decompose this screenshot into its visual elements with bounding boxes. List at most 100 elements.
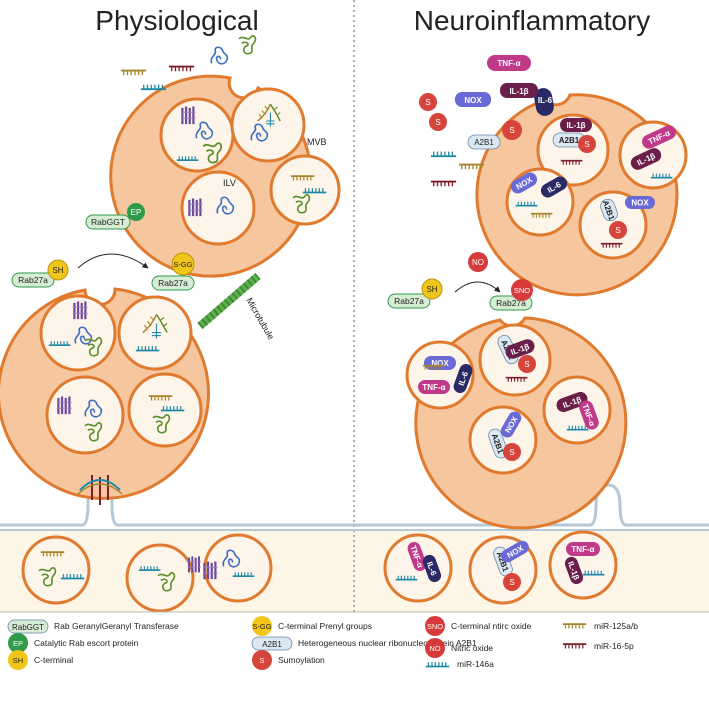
tnfa-tag: TNF-α: [418, 380, 450, 394]
legend-text: C-terminal Prenyl groups: [278, 621, 372, 631]
legend-item: A2B1 Heterogeneous nuclear ribonucleoprot…: [251, 636, 477, 651]
rab27a-label: Rab27a: [18, 275, 48, 285]
rab27a-label: Rab27a: [158, 278, 188, 288]
legend-symbol: S-GG: [252, 622, 271, 631]
sumoylation-icon: S: [503, 573, 521, 591]
legend-symbol: A2B1: [262, 640, 282, 649]
sumoylation-text: S: [615, 226, 620, 235]
sumoylation-text: S: [584, 140, 589, 149]
tnfa-tag-text: TNF-α: [422, 383, 445, 392]
ep-label: EP: [131, 208, 142, 217]
mvb-physiological-docking: [0, 287, 210, 505]
legend-text: Sumoylation: [278, 655, 325, 665]
microtubule-label: Microtubule: [244, 296, 276, 341]
sumoylation-icon: S: [518, 355, 536, 373]
nox-tag-text: NOX: [431, 359, 449, 368]
il6-label: IL-6: [538, 96, 553, 105]
legend-symbol: RabGGT: [12, 623, 44, 632]
title-neuroinflammatory: Neuroinflammatory: [414, 5, 651, 36]
a2b1-label: A2B1: [474, 138, 494, 147]
sumo-label: S: [425, 98, 430, 107]
legend-item: SNO C-terminal ntirc oxide: [425, 616, 532, 636]
legend-item: EP Catalytic Rab escort protein: [8, 633, 139, 653]
legend-symbol: S: [259, 656, 264, 665]
legend-symbol: SH: [13, 656, 23, 665]
mirna-hairpin-icon: [120, 69, 148, 77]
rna-blue-icon: [210, 46, 229, 65]
il6-tag: IL-6: [422, 554, 442, 583]
il1b-tag: IL-1β: [556, 391, 588, 413]
legend-item: miR-125a/b: [562, 621, 638, 631]
sumoylation-text: S: [524, 360, 529, 369]
legend-item: RabGGT Rab GeranylGeranyl Transferase: [7, 619, 179, 634]
ilv-vesicle: [230, 87, 306, 163]
sumo-label: S: [435, 118, 440, 127]
il1b-tag-text: IL-1β: [566, 121, 585, 130]
legend-item: NO Nitric oxide: [425, 638, 493, 658]
legend-symbol: NO: [429, 644, 440, 653]
sumoylation-text: S: [509, 578, 514, 587]
legend-item: miR-16-5p: [562, 641, 634, 651]
rab27a-label: Rab27a: [394, 296, 424, 306]
mirna-hairpin-icon: [168, 65, 196, 73]
nox-tag-text: NOX: [631, 199, 649, 208]
legend-text: Catalytic Rab escort protein: [34, 638, 139, 648]
nitrosylation-reaction: NO Rab27a SH Rab27a SNO: [387, 252, 533, 311]
mvb-label: MVB: [307, 137, 327, 147]
legend-text: Rab GeranylGeranyl Transferase: [54, 621, 179, 631]
rabggt-label: RabGGT: [91, 217, 125, 227]
tnfa-label: TNF-α: [497, 59, 520, 68]
tnfa-tag: TNF-α: [566, 542, 600, 556]
sh-label: SH: [426, 285, 437, 294]
prenylation-reaction: RabGGT EP Rab27a SH Rab27a S-GG: [11, 203, 195, 291]
legend-text: C-terminal: [34, 655, 73, 665]
il1b-tag: IL-1β: [560, 118, 592, 132]
legend-text: Heterogeneous nuclear ribonucleoprotein …: [298, 638, 477, 648]
sh-label: SH: [52, 266, 63, 275]
a2b1-tag-text: A2B1: [559, 136, 580, 145]
reaction-arrow-icon: [77, 253, 149, 269]
il1b-label: IL-1β: [509, 87, 528, 96]
mirna-hairpin-icon: [140, 83, 168, 91]
mvb-physiological-top: MVB ILV: [109, 74, 341, 278]
sumoylation-text: S: [509, 448, 514, 457]
il6-tag: IL-6: [453, 364, 473, 393]
legend-text: miR-16-5p: [594, 641, 634, 651]
legend-text: Nitric oxide: [451, 643, 493, 653]
nox-tag: NOX: [625, 196, 655, 209]
legend-item: miR-146a: [425, 659, 494, 669]
reaction-arrow-icon: [454, 281, 501, 293]
cytokines-released: TNF-α IL-6 IL-1β NOX S S A2B1 S: [419, 55, 554, 188]
legend-text: C-terminal ntirc oxide: [451, 621, 532, 631]
rab27a-label: Rab27a: [496, 298, 526, 308]
legend-item: S-GG C-terminal Prenyl groups: [252, 616, 372, 636]
tnfa-tag: TNF-α: [579, 400, 599, 430]
legend-text: miR-125a/b: [594, 621, 638, 631]
microtubule: Microtubule: [197, 272, 276, 341]
sumoylation-icon: S: [578, 135, 596, 153]
legend-item: SH C-terminal: [8, 650, 73, 670]
no-label: NO: [472, 258, 484, 267]
title-physiological: Physiological: [95, 5, 258, 36]
sgg-label: S-GG: [173, 260, 192, 269]
ilv-label: ILV: [223, 178, 236, 188]
nox-label: NOX: [464, 96, 482, 105]
a2b1-tag: A2B1: [488, 428, 508, 459]
il1b-tag: IL-1β: [564, 556, 584, 585]
il1b-tag: IL-1β: [630, 148, 662, 170]
sumo-label: S: [509, 126, 514, 135]
il6-tag: IL-6: [540, 176, 568, 198]
nox-tag: NOX: [510, 172, 538, 194]
tnfa-tag: TNF-α: [407, 542, 427, 571]
legend-symbol: EP: [13, 639, 23, 648]
exosomes-physiological: [21, 533, 273, 613]
legend-symbol: SNO: [427, 622, 443, 631]
sumoylation-icon: S: [609, 221, 627, 239]
legend-item: S Sumoylation: [252, 650, 325, 670]
a2b1-tag: A2B1: [600, 198, 618, 222]
sumoylation-icon: S: [503, 443, 521, 461]
il1b-tag: IL-1β: [505, 339, 535, 359]
rna-green-icon: [238, 34, 257, 55]
sno-label: SNO: [514, 286, 530, 295]
